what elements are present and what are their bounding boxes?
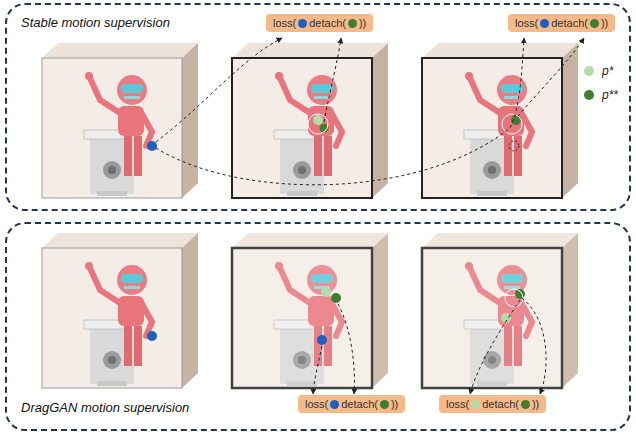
- loss-term: detach(: [482, 398, 519, 410]
- cube-frame: [232, 233, 388, 388]
- point-dot: [348, 19, 357, 28]
- point-dot: [471, 400, 480, 409]
- point-dot: [590, 19, 599, 28]
- loss-box: loss( detach()): [508, 14, 615, 32]
- loss-term: loss(: [515, 17, 538, 29]
- legend-swatch: [584, 66, 594, 76]
- legend-label: p*: [602, 64, 613, 78]
- loss-term: detach(: [309, 17, 346, 29]
- loss-term: )): [532, 398, 539, 410]
- legend-swatch: [584, 90, 594, 100]
- cube-frame: [422, 233, 578, 388]
- loss-term: )): [359, 17, 366, 29]
- dashed-panel: Stable motion supervisionloss(detach())l…: [5, 3, 631, 211]
- loss-box: loss( detach()): [266, 14, 373, 32]
- leader-arrows: [156, 38, 584, 394]
- loss-term: detach(: [341, 398, 378, 410]
- panel-title: DragGAN motion supervision: [21, 400, 189, 415]
- loss-box: loss( detach()): [439, 395, 546, 413]
- point-dot: [540, 19, 549, 28]
- dashed-panel: DragGAN motion supervision loss( detach())…: [5, 222, 631, 431]
- cube-frame: [422, 43, 578, 198]
- loss-term: loss(: [305, 398, 328, 410]
- point-dot: [380, 400, 389, 409]
- point-dot: [298, 19, 307, 28]
- loss-term: detach(: [551, 17, 588, 29]
- loss-term: loss(: [446, 398, 469, 410]
- loss-term: )): [601, 17, 608, 29]
- point-dot: [521, 400, 530, 409]
- loss-box: loss( detach()): [298, 395, 405, 413]
- loss-term: )): [391, 398, 398, 410]
- loss-term: loss(: [273, 17, 296, 29]
- cube-frame: [42, 233, 198, 388]
- legend-entry: p**: [584, 88, 618, 102]
- legend-label: p**: [602, 88, 618, 102]
- cube-frame: [42, 43, 198, 198]
- panel-title: Stable motion supervision: [21, 15, 170, 30]
- point-dot: [330, 400, 339, 409]
- tracked-points: [147, 114, 525, 345]
- legend-entry: p*: [584, 64, 613, 78]
- cube-frame: [232, 43, 388, 198]
